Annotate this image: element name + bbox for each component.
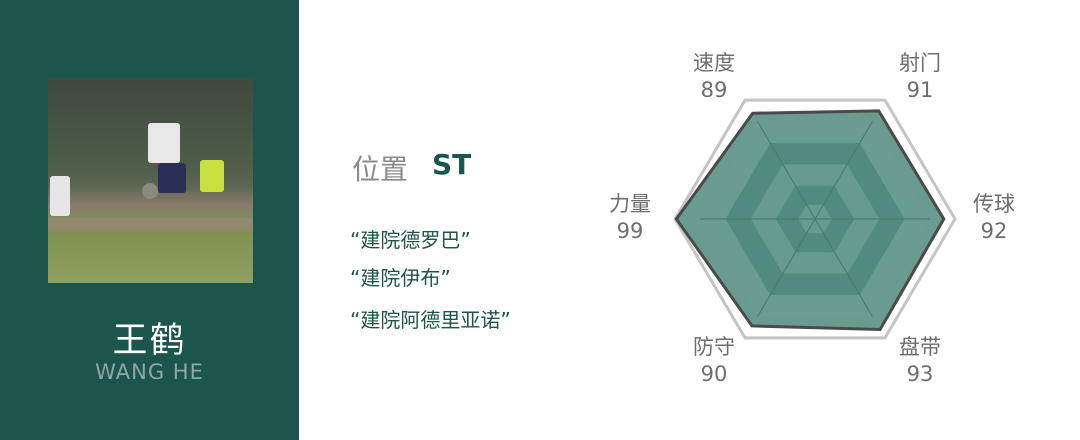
photo-ball (142, 183, 158, 199)
photo-track (48, 218, 253, 232)
radar-bands (700, 121, 930, 317)
photo-field (48, 232, 253, 283)
nickname-3: “建院阿德里亚诺” (350, 308, 511, 332)
nickname-1: “建院德罗巴” (350, 228, 471, 252)
profile-panel: 王鹤 WANG HE (0, 0, 299, 440)
nickname-2: “建院伊布” (350, 266, 451, 290)
photo-teammate (50, 176, 70, 216)
player-name: 王鹤 (112, 321, 187, 361)
position-value: ST (432, 148, 472, 181)
photo-player-shorts (158, 163, 186, 193)
position-label: 位置 (352, 153, 409, 186)
photo-player-jersey (148, 123, 180, 163)
photo-opponent (200, 160, 224, 192)
player-name-en: WANG HE (95, 360, 204, 384)
player-photo (48, 78, 253, 283)
